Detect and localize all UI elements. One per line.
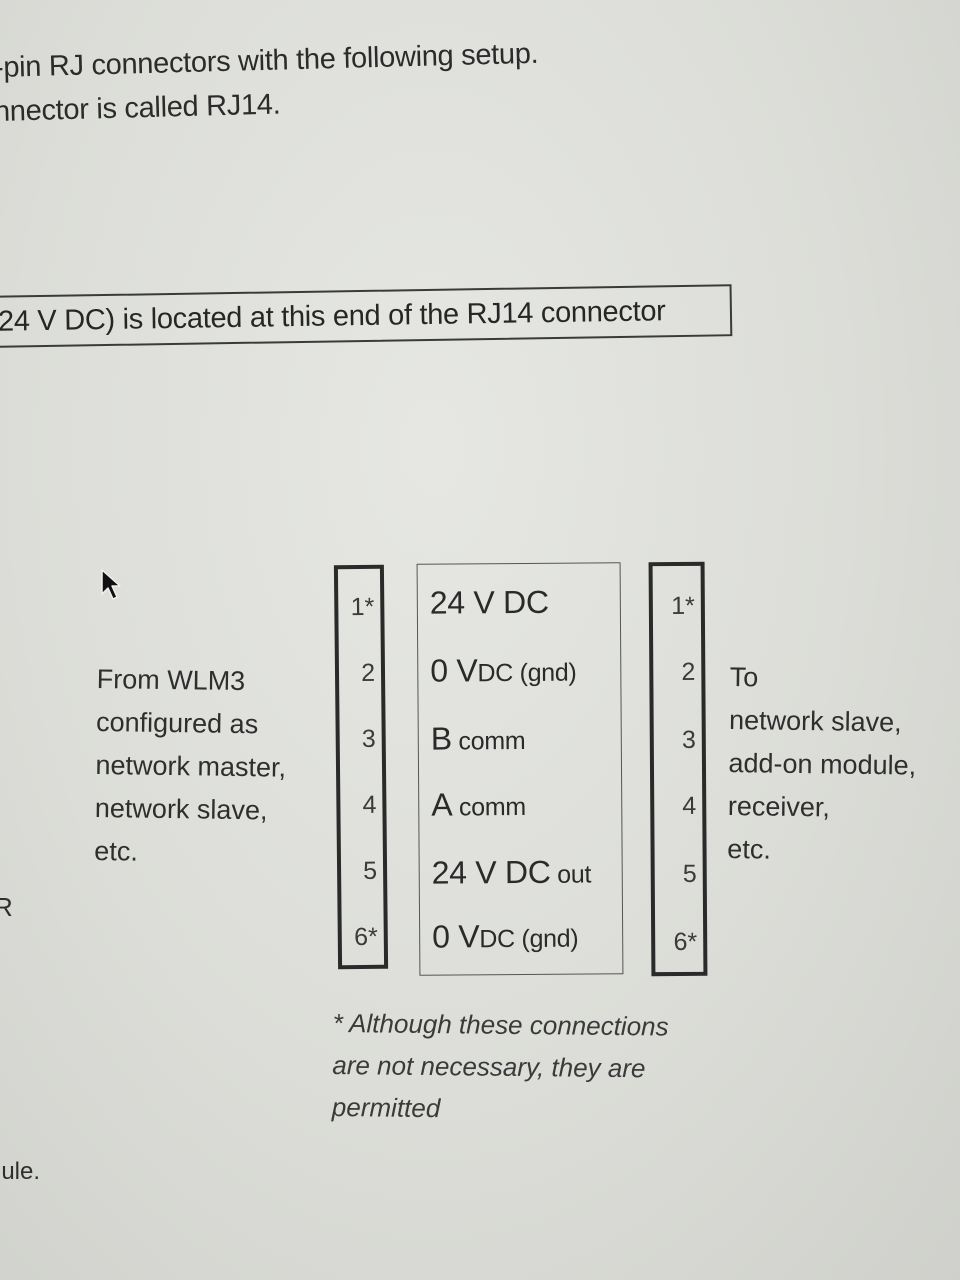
signal-label: 24 V DC out bbox=[432, 854, 592, 892]
signal-sub: out bbox=[550, 860, 592, 889]
left-pin: 6* bbox=[353, 922, 378, 952]
left-pin: 5 bbox=[363, 856, 378, 885]
left-pin: 1* bbox=[350, 592, 375, 622]
footnote-line: permitted bbox=[331, 1091, 441, 1124]
left-pin: 2 bbox=[360, 658, 376, 687]
intro-line-1: -pin RJ connectors with the following se… bbox=[0, 37, 539, 84]
right-pin: 2 bbox=[681, 657, 696, 686]
from-line: network slave, bbox=[94, 792, 268, 826]
signal-main: 24 V DC bbox=[431, 853, 551, 891]
to-line: To bbox=[729, 661, 759, 693]
right-pin: 3 bbox=[681, 725, 696, 754]
cropped-text-r: R bbox=[0, 892, 13, 922]
note-box: 24 V DC) is located at this end of the R… bbox=[0, 284, 733, 348]
footnote: * Although these connections are not nec… bbox=[332, 1002, 669, 1132]
signal-label: 0 VDC (gnd) bbox=[432, 918, 578, 956]
signal-sub: comm bbox=[452, 792, 526, 822]
signal-label: 0 VDC (gnd) bbox=[430, 652, 576, 690]
to-line: add-on module, bbox=[728, 747, 917, 781]
to-line: network slave, bbox=[728, 704, 902, 738]
signal-label: A comm bbox=[431, 786, 526, 824]
right-pin: 1* bbox=[671, 591, 695, 621]
from-line: etc. bbox=[94, 835, 139, 867]
left-pin: 4 bbox=[362, 790, 377, 819]
signal-sub: DC (gnd) bbox=[479, 924, 579, 954]
right-pin: 4 bbox=[682, 791, 697, 820]
signal-main: 0 V bbox=[432, 918, 480, 955]
signal-main: A bbox=[431, 786, 453, 823]
signal-sub: DC (gnd) bbox=[477, 658, 577, 688]
right-pin-column: 1* 2 3 4 5 6* bbox=[648, 561, 708, 977]
from-line: network master, bbox=[95, 749, 287, 783]
to-line: etc. bbox=[727, 833, 772, 865]
signal-label: B comm bbox=[431, 720, 526, 758]
footnote-line: * Although these connections bbox=[332, 1007, 669, 1042]
cropped-text-ule: lule. bbox=[0, 1158, 41, 1185]
from-line: configured as bbox=[95, 706, 259, 740]
signal-sub: comm bbox=[451, 726, 526, 756]
footnote-line: are not necessary, they are bbox=[332, 1049, 646, 1084]
signal-main: 0 V bbox=[430, 652, 478, 689]
from-description: From WLM3 configured as network master, … bbox=[94, 658, 288, 876]
from-line: From WLM3 bbox=[96, 663, 246, 697]
right-pin: 6* bbox=[673, 927, 698, 957]
mouse-pointer-icon bbox=[101, 569, 121, 600]
note-text: 24 V DC) is located at this end of the R… bbox=[0, 295, 666, 338]
signal-main: 24 V DC bbox=[429, 583, 549, 621]
left-pin-column: 1* 2 3 4 5 6* bbox=[333, 564, 389, 970]
signal-label: 24 V DC bbox=[430, 584, 549, 622]
right-pin: 5 bbox=[682, 859, 697, 888]
left-pin: 3 bbox=[361, 724, 376, 753]
intro-line-2: nnector is called RJ14. bbox=[0, 88, 281, 128]
signal-column: 24 V DC 0 VDC (gnd) B comm A comm 24 V D… bbox=[416, 562, 624, 976]
to-description: To network slave, add-on module, receive… bbox=[727, 656, 918, 874]
signal-main: B bbox=[430, 720, 452, 757]
to-line: receiver, bbox=[727, 790, 831, 823]
